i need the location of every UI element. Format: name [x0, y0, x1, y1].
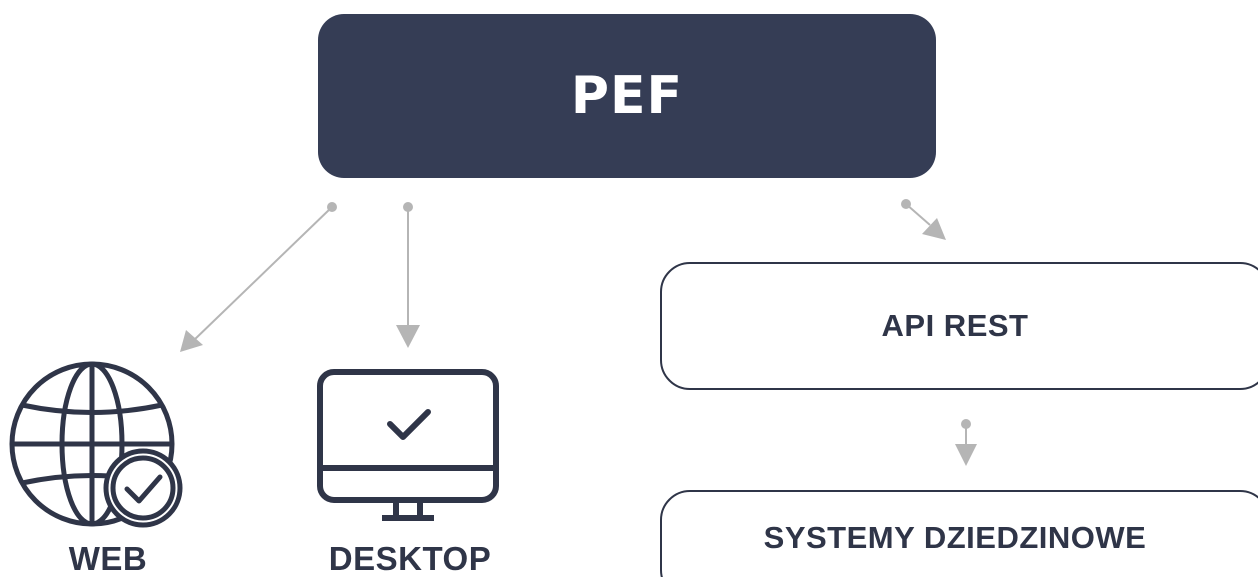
- globe-check-icon: [9, 361, 183, 528]
- systemy-dziedzinowe-label: SYSTEMY DZIEDZINOWE: [763, 520, 1147, 555]
- connector-pef-desktop: [396, 202, 420, 348]
- arrowhead: [955, 444, 977, 466]
- web-caption: WEB: [68, 540, 148, 577]
- api-rest-node: API REST: [660, 262, 1258, 390]
- connector-pef-api: [901, 199, 946, 240]
- systemy-dziedzinowe-node: SYSTEMY DZIEDZINOWE: [660, 490, 1258, 577]
- pef-label: PEF: [570, 66, 684, 126]
- monitor-check-icon: [317, 369, 499, 521]
- arrowhead: [396, 325, 420, 348]
- connector-pef-web: [180, 202, 337, 352]
- api-rest-label: API REST: [881, 308, 1029, 343]
- desktop-caption: DESKTOP: [328, 540, 492, 577]
- arrowhead: [180, 330, 203, 352]
- arrowhead: [922, 218, 946, 240]
- pef-node: PEF: [318, 14, 936, 178]
- connector-api-systemy: [955, 419, 977, 466]
